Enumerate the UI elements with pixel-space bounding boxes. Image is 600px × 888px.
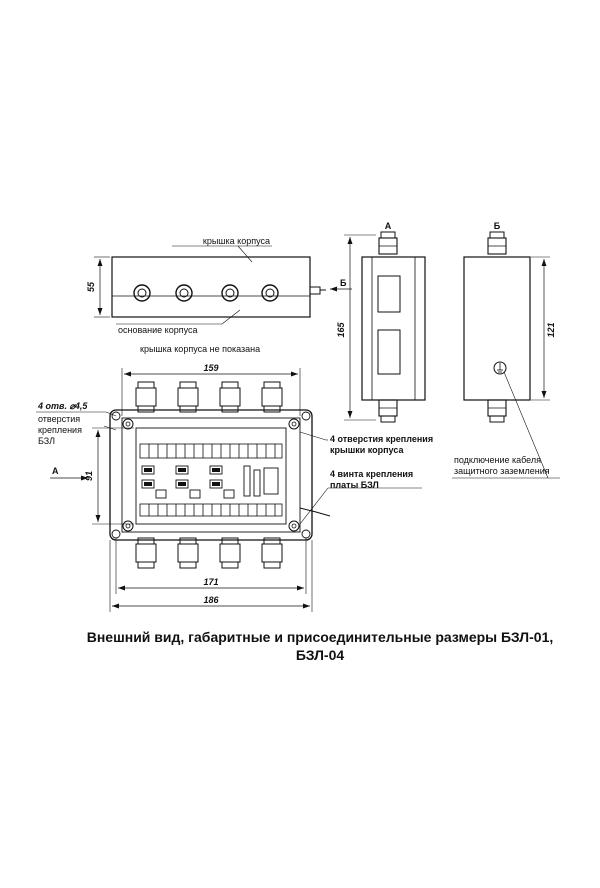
board-fill-blocks — [144, 468, 220, 486]
dim-121: 121 — [546, 322, 556, 337]
plan-top-glands — [135, 381, 283, 413]
gland-front-3 — [221, 284, 239, 302]
dim-159: 159 — [203, 363, 218, 373]
ground-terminal-icon — [493, 361, 507, 375]
front-view — [94, 245, 352, 325]
dim-55: 55 — [86, 281, 96, 292]
ground-cable-label-1: подключение кабеля — [454, 455, 541, 465]
lid-label: крышка корпуса — [203, 236, 270, 246]
caption-line-1: Внешний вид, габаритные и присоединитель… — [86, 629, 554, 645]
view-b-label: Б — [494, 221, 501, 231]
ground-cable-label-2: защитного заземления — [454, 466, 550, 476]
gland-front-2 — [175, 284, 193, 302]
bottom-terminal-block — [139, 503, 283, 517]
dim-171: 171 — [203, 577, 218, 587]
view-a-arrow-label: А — [52, 466, 59, 476]
lid-holes-label-1: 4 отверстия крепления — [330, 434, 433, 444]
dim-91: 91 — [84, 471, 94, 481]
holes-size-label: 4 отв. ⌀4,5 — [37, 401, 88, 411]
gland-front-1 — [133, 284, 151, 302]
mount-holes-label-1: отверстия — [38, 414, 80, 424]
view-a-label: А — [385, 221, 392, 231]
base-label: основание корпуса — [118, 325, 198, 335]
side-view-a — [344, 231, 426, 423]
lid-not-shown-label: крышка корпуса не показана — [140, 344, 260, 354]
end-view-b — [452, 231, 560, 479]
plan-bottom-glands — [135, 537, 283, 569]
board-screws-label-1: 4 винта крепления — [330, 469, 413, 479]
board-screws-label-2: платы БЗЛ — [330, 480, 379, 490]
gland-front-4 — [261, 284, 279, 302]
dim-165: 165 — [336, 322, 346, 338]
lid-holes-label-2: крышки корпуса — [330, 445, 404, 455]
caption-line-2: БЗЛ-04 — [295, 647, 345, 663]
view-b-arrow-label: Б — [340, 278, 347, 288]
mount-holes-label-2: крепления — [38, 425, 82, 435]
dim-186: 186 — [203, 595, 219, 605]
plan-view — [36, 368, 422, 612]
top-terminal-block — [139, 443, 283, 459]
board-components — [141, 465, 279, 499]
mount-holes-label-3: БЗЛ — [38, 436, 55, 446]
